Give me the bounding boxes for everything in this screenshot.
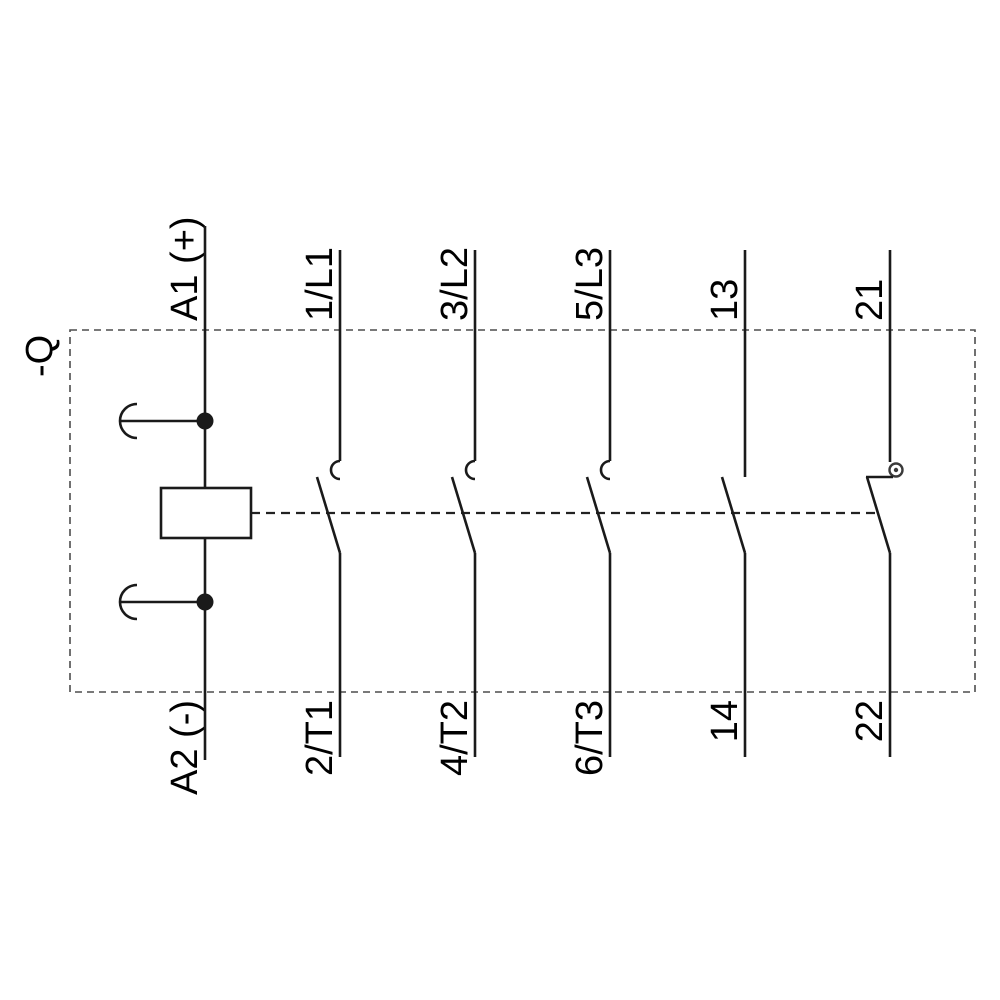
contact-tip-arc-icon bbox=[599, 459, 611, 481]
moving-contact-blade bbox=[720, 476, 747, 554]
aux-no-contact: 13 14 bbox=[704, 250, 747, 757]
moving-contact-blade bbox=[450, 476, 477, 554]
device-tag-label: -Q bbox=[19, 335, 61, 377]
main-pole-1: 1/L1 2/T1 bbox=[299, 247, 342, 776]
terminal-clip-arc-icon bbox=[118, 402, 138, 440]
coil-symbol bbox=[159, 486, 253, 540]
terminal-clip-arc-icon bbox=[118, 583, 138, 621]
moving-contact-blade bbox=[315, 476, 342, 554]
terminal-label-top: 21 bbox=[849, 279, 891, 321]
moving-contact-blade bbox=[865, 476, 892, 554]
terminal-label-top: 1/L1 bbox=[299, 247, 341, 321]
moving-contact-blade bbox=[585, 476, 612, 554]
terminal-label-top: 5/L3 bbox=[569, 247, 611, 321]
aux-nc-contact: 21 22 bbox=[849, 250, 904, 757]
terminal-label-bottom: 4/T2 bbox=[434, 700, 476, 776]
terminal-label-bottom: 14 bbox=[704, 700, 746, 742]
terminal-label-bottom: 2/T1 bbox=[299, 700, 341, 776]
junction-dot bbox=[196, 412, 214, 430]
terminal-label-top: 3/L2 bbox=[434, 247, 476, 321]
terminal-label-top: 13 bbox=[704, 279, 746, 321]
coil-terminal-bottom-label: A2 (-) bbox=[164, 700, 206, 795]
contact-tip-arc-icon bbox=[464, 459, 476, 481]
main-pole-2: 3/L2 4/T2 bbox=[434, 247, 477, 776]
junction-dot bbox=[196, 593, 214, 611]
contact-tip-arc-icon bbox=[329, 459, 341, 481]
coil-terminal-top-label: A1 (+) bbox=[164, 216, 206, 321]
terminal-label-bottom: 6/T3 bbox=[569, 700, 611, 776]
device-boundary-box bbox=[69, 329, 976, 693]
main-pole-3: 5/L3 6/T3 bbox=[569, 247, 612, 776]
terminal-label-bottom: 22 bbox=[849, 700, 891, 742]
coil-branch: A1 (+) A2 (-) bbox=[118, 216, 253, 795]
nc-contact-ring-dot bbox=[893, 467, 899, 473]
